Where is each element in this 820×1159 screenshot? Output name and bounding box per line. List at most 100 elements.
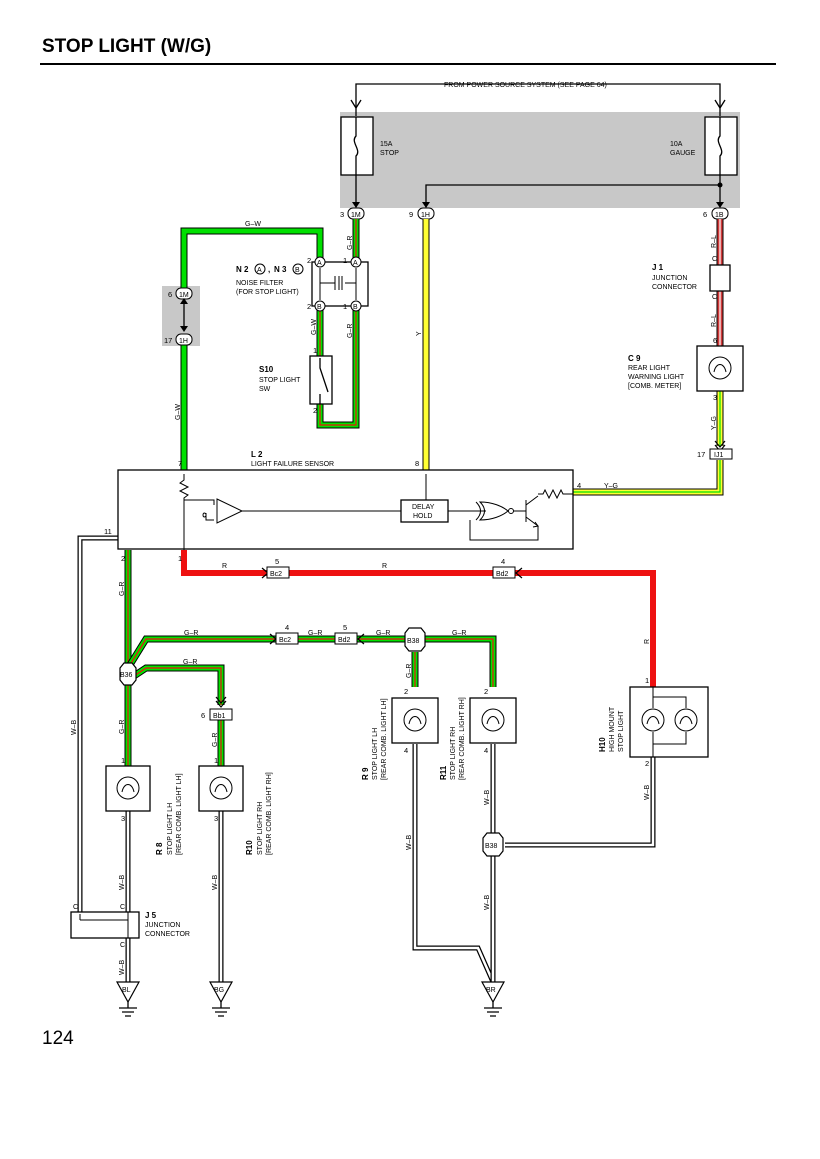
splice-b38-top: B38 — [404, 627, 426, 652]
svg-text:1H: 1H — [421, 212, 430, 219]
svg-text:W–B: W–B — [644, 785, 651, 801]
svg-text:DELAY: DELAY — [412, 504, 435, 511]
svg-text:BL: BL — [122, 987, 131, 994]
connector-ij1: IJ1 17 — [697, 440, 733, 460]
svg-text:IJ1: IJ1 — [714, 452, 723, 459]
svg-text:2: 2 — [307, 302, 311, 311]
svg-text:R10: R10 — [245, 840, 254, 855]
svg-text:R 9: R 9 — [361, 767, 370, 780]
connector-bd2-top: Bd2 4 — [492, 557, 523, 579]
svg-text:1B: 1B — [715, 212, 724, 219]
svg-text:6: 6 — [713, 336, 717, 345]
svg-text:R: R — [222, 563, 227, 570]
ground-br: BR — [480, 981, 506, 1017]
connector-bd2-mid: Bd2 5 — [334, 623, 365, 645]
svg-text:2: 2 — [484, 687, 488, 696]
svg-text:4: 4 — [501, 557, 505, 566]
svg-text:1: 1 — [121, 756, 125, 765]
pin-1h: 1H 9 — [409, 202, 435, 220]
svg-text:R–L: R–L — [711, 235, 718, 248]
svg-text:G–R: G–R — [183, 659, 197, 666]
svg-text:Bc2: Bc2 — [279, 637, 291, 644]
svg-text:7: 7 — [178, 459, 182, 468]
svg-text:Y–G: Y–G — [604, 483, 618, 490]
svg-text:1: 1 — [313, 346, 317, 355]
svg-text:N 2: N 2 — [236, 265, 249, 274]
wire-w-b: W–B W–B W–B W–B W–B W–B W–B W–B C C C — [71, 535, 656, 984]
svg-text:1: 1 — [343, 256, 347, 265]
svg-text:REAR LIGHT: REAR LIGHT — [628, 365, 671, 372]
svg-text:3: 3 — [713, 393, 717, 402]
svg-text:L 2: L 2 — [251, 450, 263, 459]
svg-text:4: 4 — [577, 481, 581, 490]
svg-text:2: 2 — [121, 554, 125, 563]
svg-text:R: R — [644, 639, 651, 644]
svg-text:G–R: G–R — [212, 733, 219, 747]
svg-text:A: A — [353, 260, 358, 267]
title-rule — [40, 63, 776, 65]
svg-text:B: B — [317, 304, 322, 311]
svg-text:W–B: W–B — [406, 835, 413, 851]
svg-text:2: 2 — [307, 256, 311, 265]
svg-text:C: C — [712, 294, 717, 301]
svg-text:G–R: G–R — [452, 630, 466, 637]
lamp-r11: 2 4 R11 STOP LIGHT RH [REAR COMB. LIGHT … — [439, 687, 517, 780]
svg-text:4: 4 — [484, 746, 488, 755]
svg-text:6: 6 — [201, 711, 205, 720]
svg-text:5: 5 — [343, 623, 347, 632]
lamp-r10: 1 3 R10 STOP LIGHT RH [REAR COMB. LIGHT … — [198, 756, 273, 855]
svg-text:G–R: G–R — [184, 630, 198, 637]
svg-text:STOP LIGHT: STOP LIGHT — [259, 377, 301, 384]
fuse-gauge-name: GAUGE — [670, 150, 696, 157]
lamp-h10: 1 2 H10 HIGH MOUNT STOP LIGHT — [598, 676, 709, 768]
svg-text:R: R — [382, 563, 387, 570]
svg-text:J 1: J 1 — [652, 263, 664, 272]
svg-text:[REAR COMB. LIGHT RH]: [REAR COMB. LIGHT RH] — [459, 697, 466, 780]
fuse-gauge: 10A GAUGE — [670, 116, 738, 176]
svg-text:N 3: N 3 — [274, 265, 287, 274]
connector-bc2-mid: Bc2 4 — [269, 623, 299, 645]
junction-connector-j5: J 5 JUNCTION CONNECTOR — [70, 911, 190, 939]
svg-text:1: 1 — [645, 676, 649, 685]
svg-text:B36: B36 — [120, 672, 133, 679]
svg-text:11: 11 — [104, 527, 112, 536]
junction-connector-j1: J 1 JUNCTION CONNECTOR — [652, 263, 731, 292]
svg-text:2: 2 — [313, 406, 317, 415]
svg-text:3: 3 — [340, 210, 344, 219]
svg-text:BR: BR — [486, 987, 496, 994]
svg-text:1: 1 — [343, 302, 347, 311]
svg-text:8: 8 — [415, 459, 419, 468]
wire-y-g: Y–G Y–G — [573, 391, 724, 496]
svg-text:A: A — [317, 260, 322, 267]
svg-text:G–R: G–R — [119, 720, 126, 734]
svg-text:9: 9 — [409, 210, 413, 219]
svg-text:R11: R11 — [439, 765, 448, 780]
svg-text:CONNECTOR: CONNECTOR — [145, 931, 190, 938]
svg-text:G–R: G–R — [347, 324, 354, 338]
svg-text:G–R: G–R — [406, 664, 413, 678]
svg-text:W–B: W–B — [119, 960, 126, 976]
svg-text:2: 2 — [645, 759, 649, 768]
svg-text:1M: 1M — [179, 292, 189, 299]
svg-text:R 8: R 8 — [155, 842, 164, 855]
connector-bb1: Bb1 6 — [201, 696, 233, 721]
jb-left-connector: 1M 6 1H 17 — [164, 287, 193, 346]
svg-text:B: B — [295, 267, 300, 274]
svg-text:6: 6 — [703, 210, 707, 219]
svg-text:G–W: G–W — [175, 404, 182, 420]
svg-text:C: C — [73, 904, 78, 911]
svg-text:W–B: W–B — [71, 720, 78, 736]
svg-text:[REAR COMB. LIGHT LH]: [REAR COMB. LIGHT LH] — [381, 698, 388, 780]
svg-text:STOP LIGHT RH: STOP LIGHT RH — [257, 802, 264, 855]
svg-text:Y: Y — [416, 331, 423, 336]
svg-text:G–W: G–W — [245, 221, 261, 228]
page-number: 124 — [42, 1028, 74, 1049]
svg-text:6: 6 — [168, 290, 172, 299]
svg-text:W–B: W–B — [484, 895, 491, 911]
lamp-r9: 2 4 R 9 STOP LIGHT LH [REAR COMB. LIGHT … — [361, 687, 439, 780]
svg-text:1H: 1H — [179, 338, 188, 345]
svg-text:1M: 1M — [351, 212, 361, 219]
svg-text:JUNCTION: JUNCTION — [145, 922, 180, 929]
svg-text:G–R: G–R — [308, 630, 322, 637]
svg-text:2: 2 — [404, 687, 408, 696]
